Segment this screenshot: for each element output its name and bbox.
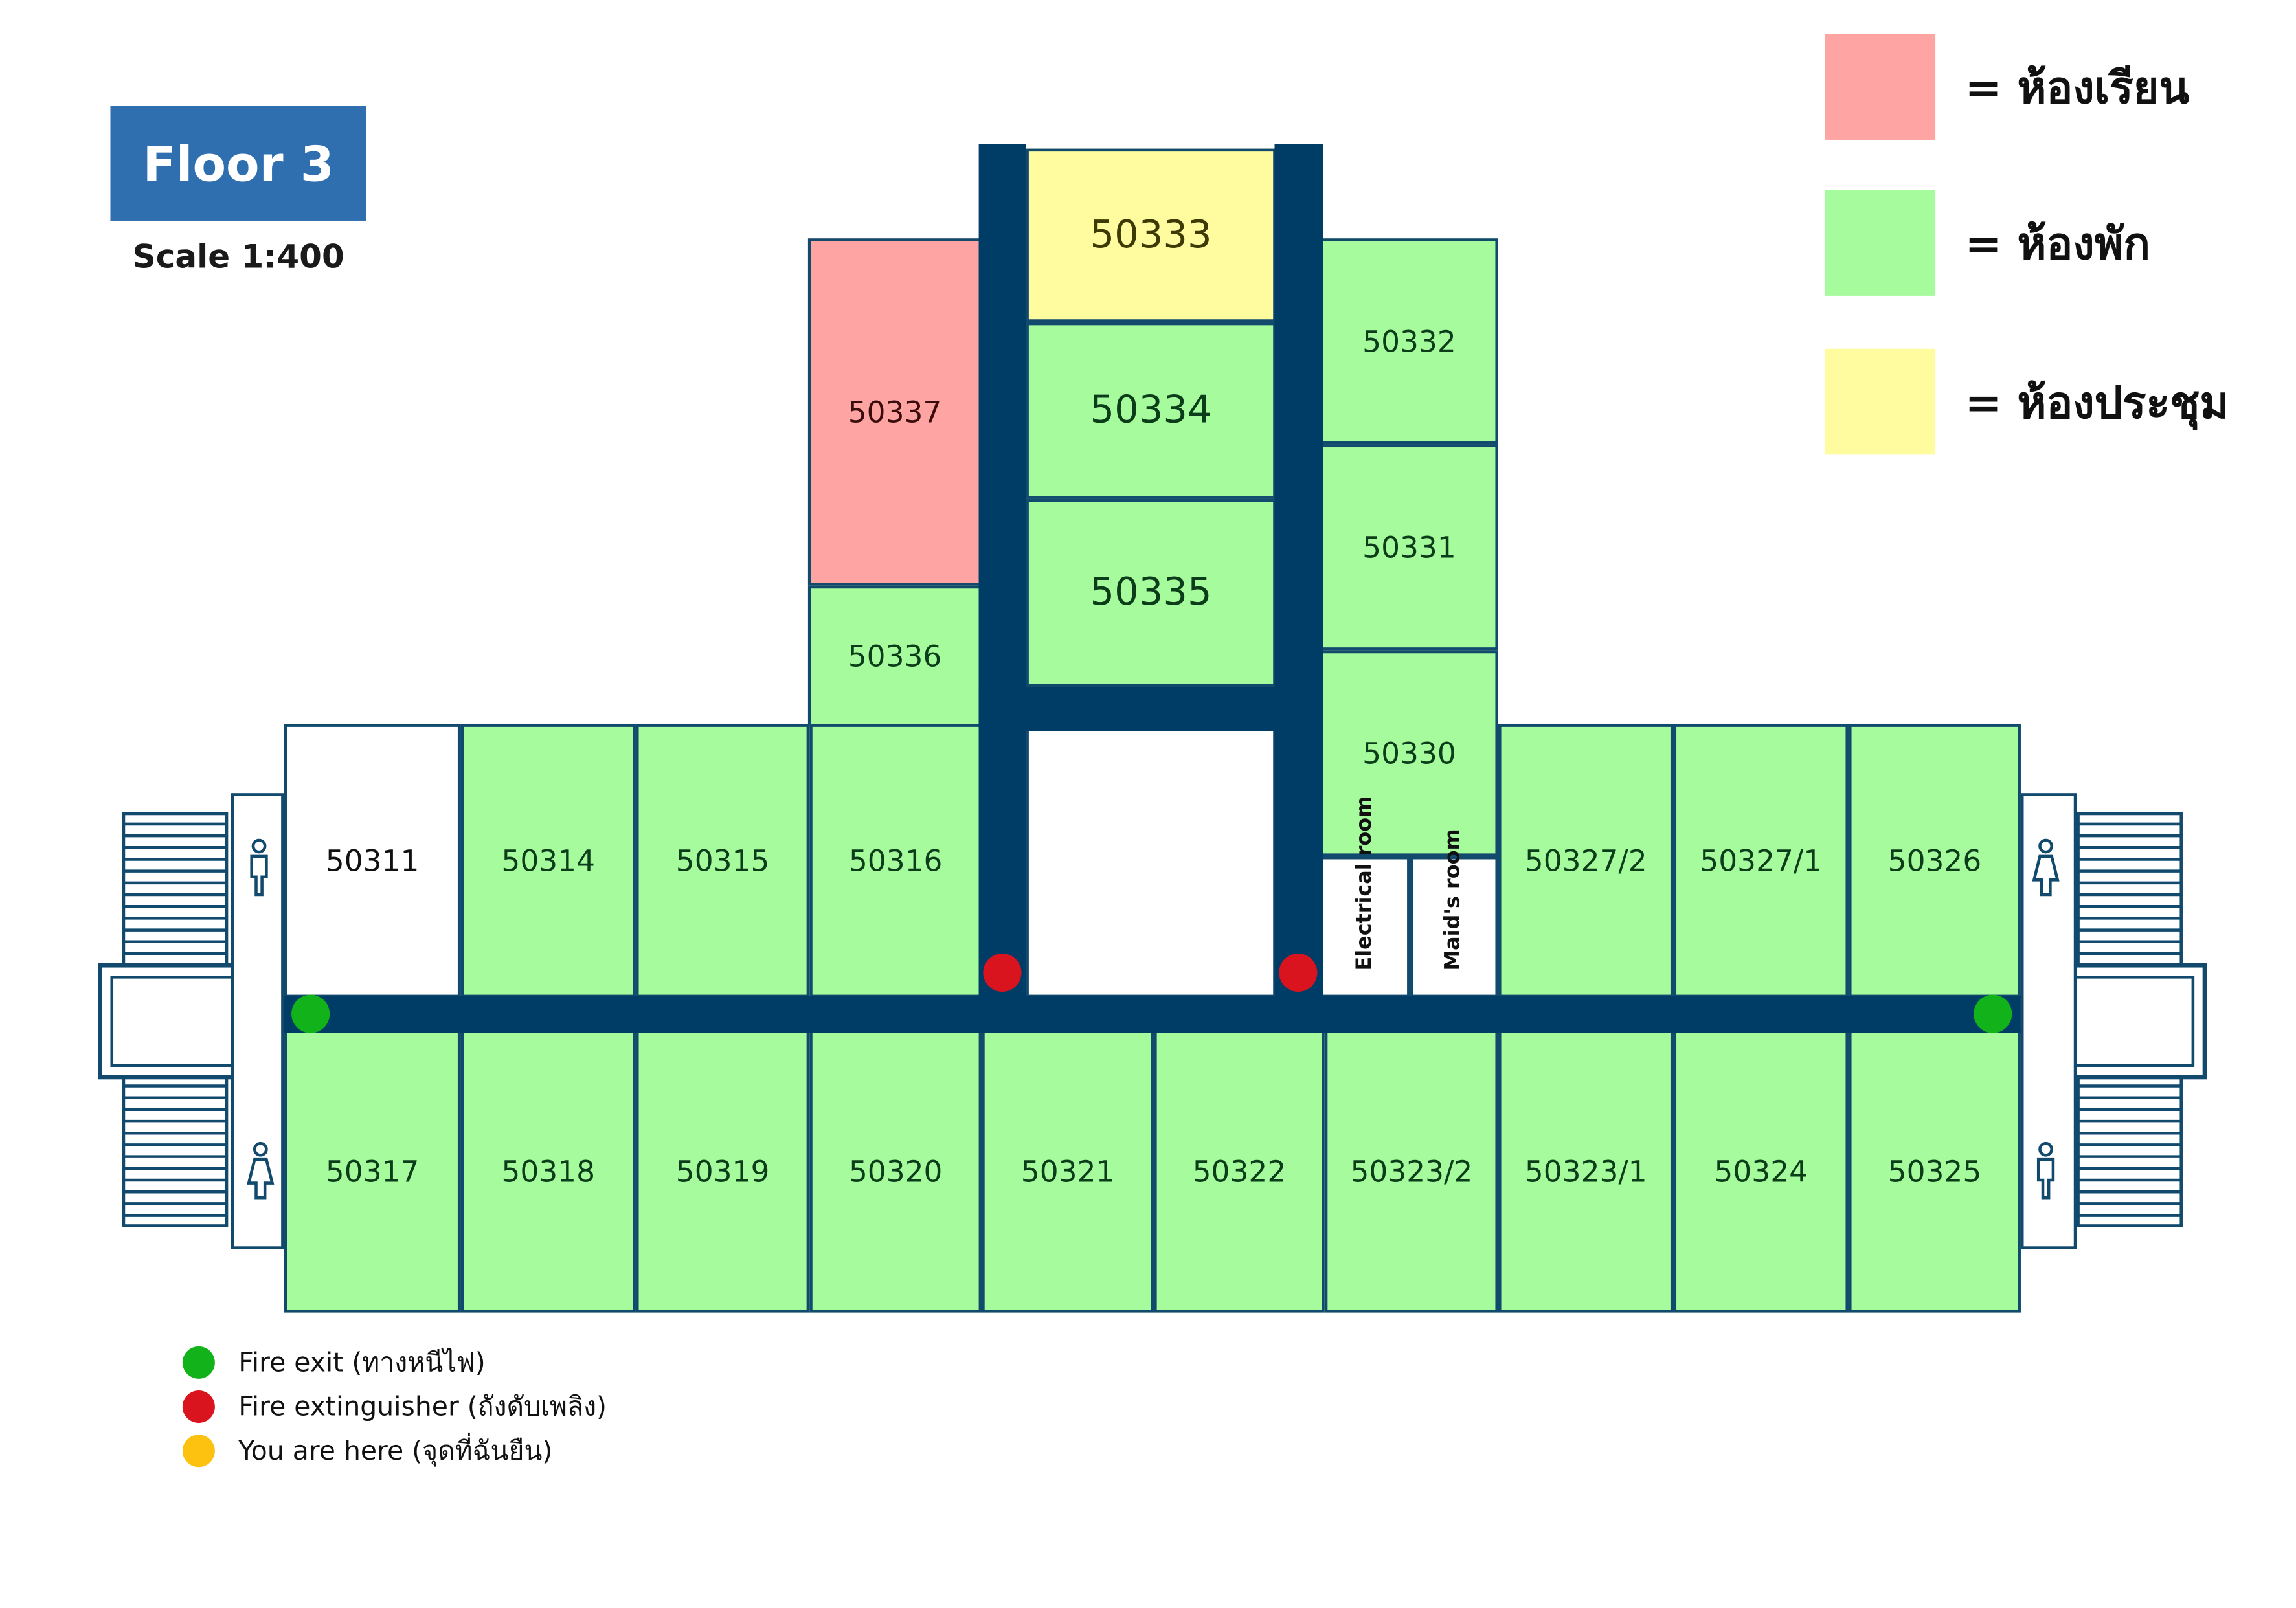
room-50311[interactable]: 50311 [284,724,461,998]
courtyard-space [1026,728,1276,998]
room-50330[interactable]: 50330 [1320,650,1498,856]
fire-exit-marker [291,994,330,1033]
room-label: 50315 [675,843,770,879]
room-50332[interactable]: 50332 [1320,238,1498,445]
room-50323-1[interactable]: 50323/1 [1498,1030,1674,1313]
staircase-icon [2020,793,2207,1249]
key-label: Fire extinguisher (ถังดับเพลิง) [238,1392,607,1424]
room-label: 50323/2 [1350,1154,1473,1189]
room-label: 50334 [1090,388,1212,433]
room-label: Electrical room [1352,796,1376,972]
room-50337[interactable]: 50337 [807,238,982,586]
room-label: 50325 [1887,1154,1982,1189]
room-label: 50335 [1090,570,1212,616]
corridor-east-wing [1274,144,1323,1001]
key-fire-exit: Fire exit (ทางหนีไฟ) [182,1341,486,1383]
room-label: 50326 [1887,843,1982,879]
room-50317[interactable]: 50317 [284,1030,461,1313]
legend-label-meeting-room: = ห้องประชุม [1964,378,2229,430]
room-50327-1[interactable]: 50327/1 [1673,724,1849,998]
room-50335[interactable]: 50335 [1026,498,1276,687]
map-scale: Scale 1:400 [132,240,344,277]
fire-extinguisher-marker [1279,953,1318,992]
legend-label-classroom: = ห้องเรียน [1964,63,2190,115]
fire-exit-marker [1974,994,2012,1033]
room-label: Maid's room [1441,829,1465,972]
room-label: 50318 [501,1154,596,1189]
room-label: 50314 [501,843,596,879]
room-label: 50320 [848,1154,943,1189]
room-label: 50323/1 [1524,1154,1647,1189]
room-label: 50330 [1362,735,1456,772]
room-50322[interactable]: 50322 [1154,1030,1325,1313]
legend-swatch-classroom [1825,34,1936,140]
room-50319[interactable]: 50319 [635,1030,810,1313]
key-fire-extinguisher: Fire extinguisher (ถังดับเพลิง) [182,1385,607,1427]
room-50318[interactable]: 50318 [460,1030,636,1313]
room-50326[interactable]: 50326 [1848,724,2021,998]
corridor-west-wing [978,144,1026,1001]
room-50331[interactable]: 50331 [1320,444,1498,651]
room-label: 50337 [848,394,942,430]
room-label: 50327/2 [1524,843,1647,879]
room-label: 50331 [1362,530,1456,565]
room-50321[interactable]: 50321 [982,1030,1154,1313]
fire-extinguisher-marker [983,953,1022,992]
electrical-room[interactable]: Electrical room [1320,796,1410,998]
room-50334[interactable]: 50334 [1026,322,1276,499]
room-label: 50324 [1714,1154,1808,1189]
woman-icon [247,1141,275,1200]
corridor-cross [978,687,1323,731]
key-you-are-here: You are here (จุดที่ฉันยืน) [182,1429,553,1471]
room-label: 50316 [848,843,943,879]
key-label: You are here (จุดที่ฉันยืน) [238,1436,553,1468]
room-label: 50336 [848,638,942,675]
man-icon [2036,1141,2055,1200]
room-50336[interactable]: 50336 [807,585,982,727]
room-50315[interactable]: 50315 [635,724,810,998]
room-label: 50311 [325,843,420,879]
room-50325[interactable]: 50325 [1848,1030,2021,1313]
fire-extinguisher-dot-icon [182,1389,215,1422]
staircase-icon [98,793,284,1249]
room-50314[interactable]: 50314 [460,724,636,998]
room-label: 50317 [325,1154,420,1189]
room-50327-2[interactable]: 50327/2 [1498,724,1674,998]
room-label: 50327/1 [1700,843,1823,879]
room-50333[interactable]: 50333 [1026,148,1276,322]
room-50324[interactable]: 50324 [1673,1030,1849,1313]
maids-room[interactable]: Maid's room [1410,829,1498,998]
floor-title: Floor 3 [110,106,366,221]
room-50316[interactable]: 50316 [809,724,982,998]
man-icon [250,838,268,897]
key-label: Fire exit (ทางหนีไฟ) [238,1348,486,1379]
legend-label-guest-room: = ห้องพัก [1964,219,2150,271]
you-are-here-dot-icon [182,1434,215,1467]
fire-exit-dot-icon [182,1345,215,1378]
room-label: 50319 [675,1154,770,1189]
room-50323-2[interactable]: 50323/2 [1324,1030,1498,1313]
room-label: 50333 [1090,213,1212,258]
corridor-main [284,996,2021,1033]
room-50320[interactable]: 50320 [809,1030,982,1313]
room-label: 50332 [1362,324,1456,359]
legend-swatch-meeting-room [1825,348,1936,455]
room-label: 50322 [1192,1154,1287,1189]
legend-swatch-guest-room [1825,190,1936,296]
room-label: 50321 [1020,1154,1115,1189]
woman-icon [2032,838,2060,897]
